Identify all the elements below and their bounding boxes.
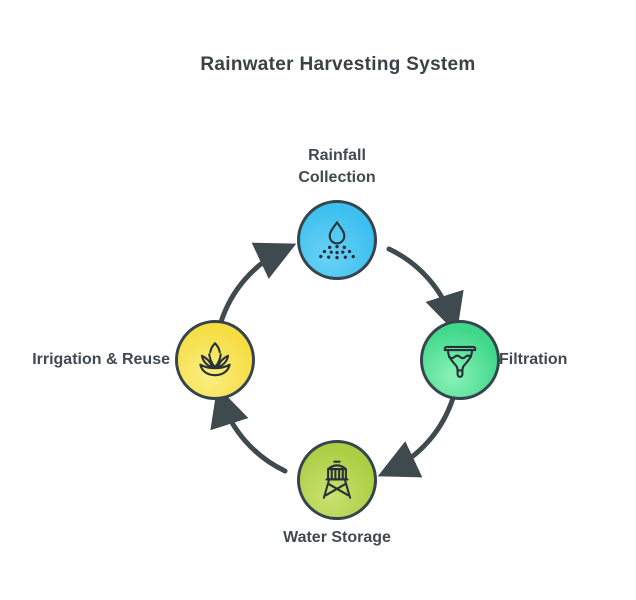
lotus-plant-icon: [199, 342, 231, 377]
diagram-title: Rainwater Harvesting System: [200, 54, 476, 75]
arrow-left-to-top: [218, 242, 297, 325]
label-rainfall-line1: Rainfall: [308, 147, 366, 164]
arrow-right-to-bottom: [377, 395, 456, 478]
arrow-top-to-right: [386, 246, 464, 334]
node-water-storage: [297, 440, 377, 520]
filter-funnel-icon: [443, 345, 477, 378]
water-spray-icon: [319, 221, 355, 260]
label-filtration: Filtration: [499, 351, 568, 368]
label-rainfall-collection: Rainfall Collection: [217, 145, 457, 189]
arrow-bottom-to-left: [210, 386, 288, 474]
water-tower-icon: [322, 460, 352, 499]
label-irrigation-reuse: Irrigation & Reuse: [32, 351, 170, 368]
node-rainfall-collection: [297, 200, 377, 280]
node-filtration: [420, 320, 500, 400]
label-water-storage: Water Storage: [283, 529, 391, 546]
node-irrigation-reuse: [175, 320, 255, 400]
label-rainfall-line2: Collection: [298, 169, 376, 186]
